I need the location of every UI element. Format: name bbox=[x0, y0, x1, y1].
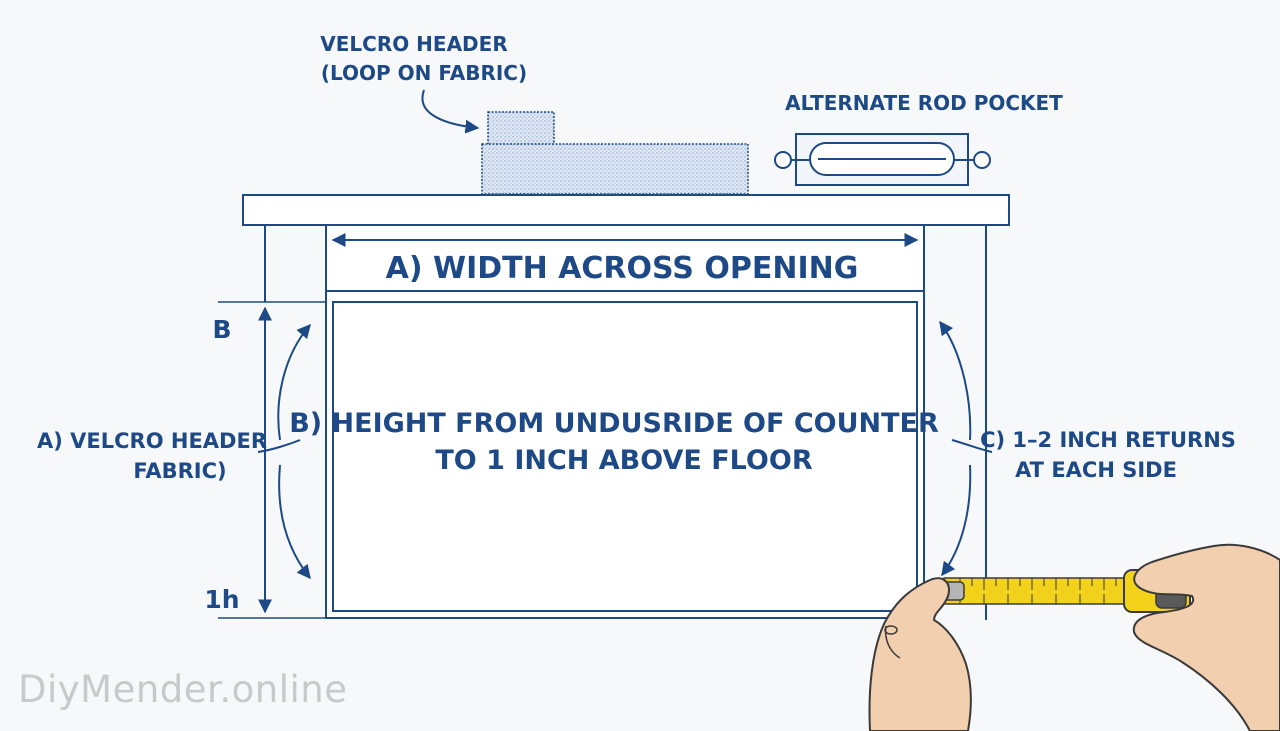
returns-label-line2: AT EACH SIDE bbox=[1015, 458, 1177, 482]
right-curve-tick bbox=[951, 439, 993, 453]
velcro-header-label-line1: VELCRO HEADER bbox=[320, 32, 507, 56]
left-note-line2: FABRIC) bbox=[133, 459, 226, 483]
rod-pocket-illustration bbox=[774, 133, 991, 186]
rod-pocket-label: ALTERNATE ROD POCKET bbox=[785, 91, 1063, 115]
watermark: DiyMender.online bbox=[18, 668, 348, 711]
velcro-header-label-line2: (LOOP ON FABRIC) bbox=[321, 61, 527, 85]
height-label-line2: TO 1 INCH ABOVE FLOOR bbox=[435, 445, 812, 476]
left-mark-top: B bbox=[212, 315, 231, 344]
right-hand bbox=[1132, 543, 1280, 731]
velcro-pointer-arrow bbox=[421, 89, 480, 134]
left-curve-arrow-down bbox=[278, 464, 311, 580]
left-curve-tick bbox=[257, 439, 301, 453]
left-curve-arrow-up bbox=[277, 323, 311, 441]
countertop bbox=[242, 194, 1010, 226]
left-hand bbox=[868, 577, 972, 731]
left-note-line1: A) VELCRO HEADER bbox=[37, 429, 267, 453]
velcro-header-sample bbox=[481, 111, 749, 195]
opening-inner-frame bbox=[332, 301, 918, 612]
opening-outer-frame bbox=[325, 290, 925, 619]
right-curve-arrow-down bbox=[941, 464, 972, 577]
width-label: A) WIDTH ACROSS OPENING bbox=[386, 251, 859, 286]
returns-label-line1: C) 1–2 INCH RETURNS bbox=[980, 428, 1236, 452]
left-mark-bottom: 1h bbox=[204, 585, 239, 614]
height-label-line1: B) HEIGHT FROM UNDUSRIDE OF COUNTER bbox=[289, 408, 939, 439]
right-curve-arrow-up bbox=[939, 320, 972, 441]
